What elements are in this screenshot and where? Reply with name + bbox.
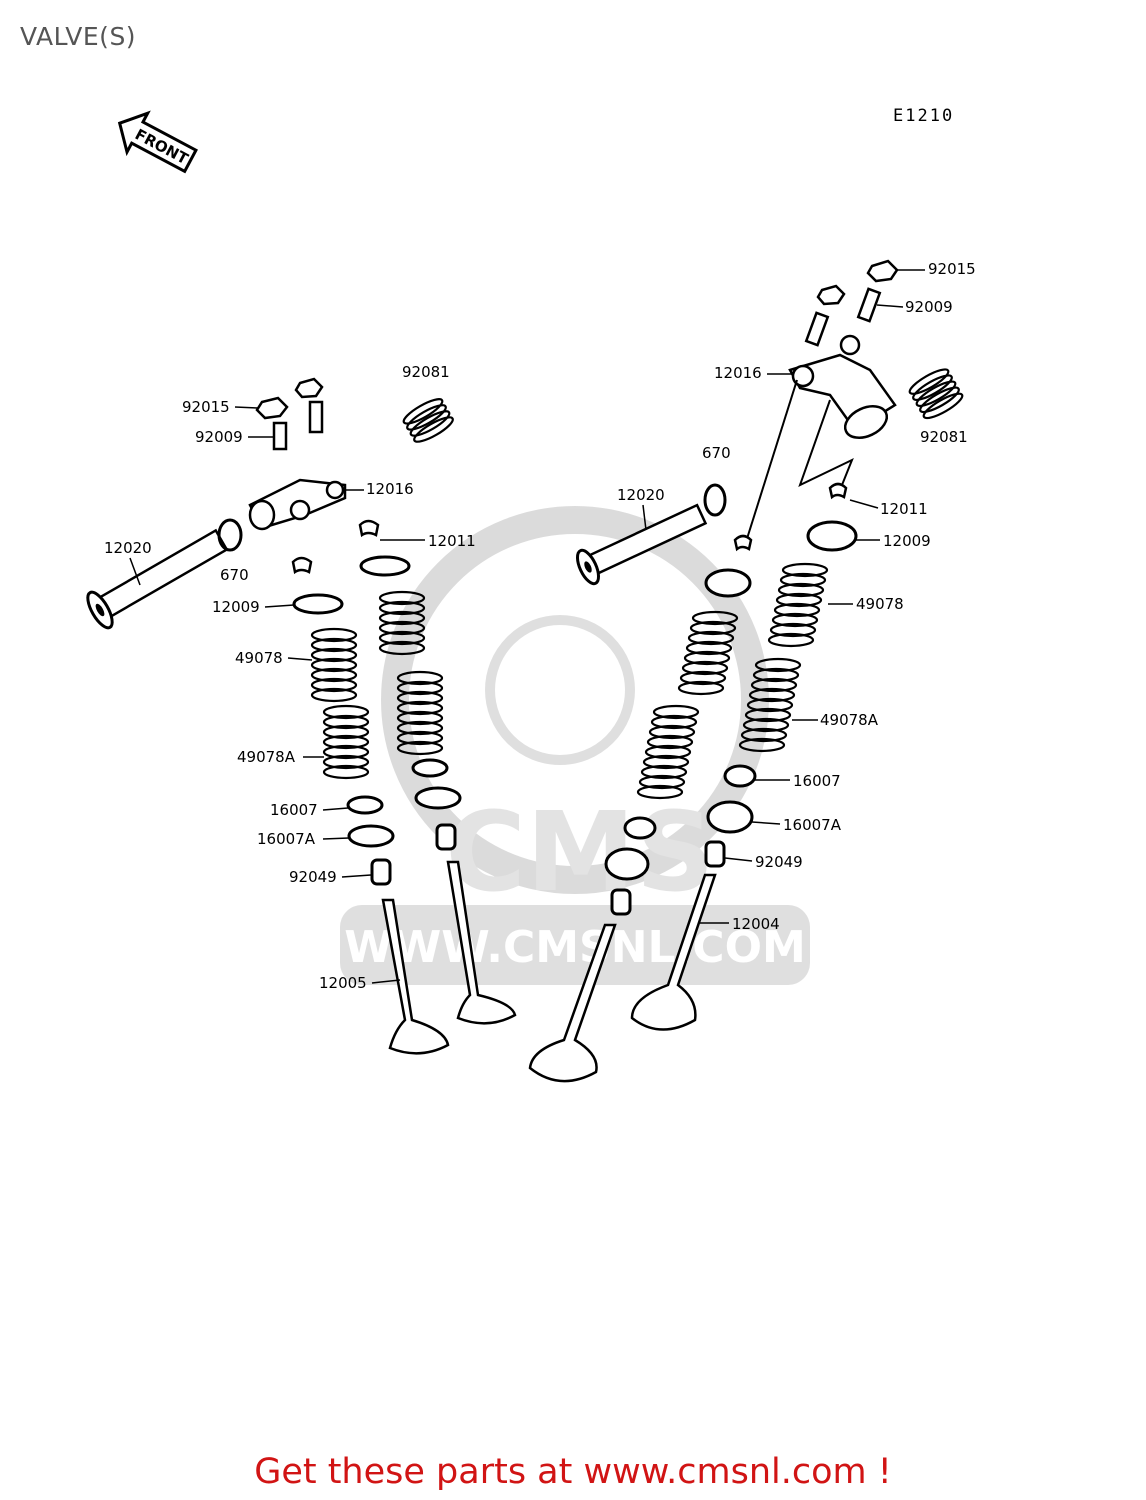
nut-right: [866, 259, 899, 283]
callout-49078A-right: 49078A: [820, 711, 879, 729]
callout-16007-left: 16007: [270, 801, 318, 819]
callout-49078-left: 49078: [235, 649, 283, 667]
callout-670-right: 670: [702, 444, 731, 462]
valve-spring-outer-left-a: [310, 627, 358, 703]
exhaust-valve-left: [381, 898, 450, 1055]
valve-spring-outer-right-a: [767, 562, 829, 648]
stem-seal-right: [704, 840, 726, 868]
diagram-code: E1210: [893, 106, 955, 126]
callout-92049-left: 92049: [289, 868, 337, 886]
parts-diagram: CMS WWW.CMSNL.COM FRONT: [86, 110, 976, 1083]
front-arrow-icon: FRONT: [117, 110, 198, 174]
retainer-right-2: [704, 568, 752, 598]
spring-seat-a-left-2: [414, 786, 462, 810]
retainer-right: [806, 520, 858, 552]
spring-92081-left: [399, 394, 457, 447]
rocker-arm-left: [248, 478, 347, 531]
callout-92049-right: 92049: [755, 853, 803, 871]
callout-92081-right: 92081: [920, 428, 968, 446]
callout-12020-right: 12020: [617, 486, 665, 504]
rocker-shaft-right: [575, 503, 708, 586]
stem-seal-left-2: [435, 823, 457, 851]
callout-12011-left: 12011: [428, 532, 476, 550]
callout-12009-right: 12009: [883, 532, 931, 550]
valve-spring-inner-right-b: [636, 704, 700, 800]
retainer-left-2: [359, 555, 411, 577]
spring-seat-right: [723, 764, 757, 788]
adjust-screw-left-2: [308, 400, 324, 434]
callout-12016-right: 12016: [714, 364, 762, 382]
spring-seat-a-left: [347, 824, 395, 848]
collet-right: [828, 482, 848, 500]
callout-49078-right: 49078: [856, 595, 904, 613]
watermark-url: WWW.CMSNL.COM: [344, 922, 806, 973]
callout-12016-left: 12016: [366, 480, 414, 498]
callout-12011-right: 12011: [880, 500, 928, 518]
callout-92015-right: 92015: [928, 260, 976, 278]
stem-seal-left: [370, 858, 392, 886]
footer-link[interactable]: Get these parts at www.cmsnl.com !: [254, 1452, 892, 1492]
stem-seal-right-2: [610, 888, 632, 916]
collet-right-2: [733, 534, 753, 552]
callout-12005-left: 12005: [319, 974, 367, 992]
spring-seat-right-2: [623, 816, 657, 840]
callout-92015-left: 92015: [182, 398, 230, 416]
valve-spring-outer-right-b: [677, 610, 739, 696]
callout-92009-left: 92009: [195, 428, 243, 446]
valve-spring-inner-left-b: [396, 670, 444, 756]
callout-12004-right: 12004: [732, 915, 780, 933]
spring-seat-a-right-2: [604, 847, 650, 881]
page-title: VALVE(S): [20, 22, 137, 51]
spring-seat-a-right: [706, 800, 754, 834]
adjust-screw-right: [856, 287, 882, 323]
collet-left: [358, 519, 380, 538]
callout-16007A-right: 16007A: [783, 816, 842, 834]
callout-16007-right: 16007: [793, 772, 841, 790]
callouts-right: 92015 92009 12016 92081 670 12020 12011 …: [617, 260, 976, 933]
watermark-brand: CMS: [445, 788, 714, 916]
valve-spring-inner-left-a: [322, 704, 370, 780]
nut-left: [255, 396, 289, 420]
spring-92081-right: [905, 364, 967, 424]
leader-line-right-2: [798, 399, 854, 491]
collet-left-2: [291, 556, 313, 575]
intake-valve-right-2: [528, 923, 617, 1083]
callout-12009-left: 12009: [212, 598, 260, 616]
spring-seat-left-2: [411, 758, 449, 778]
adjust-screw-right-2: [804, 311, 830, 347]
spring-seat-left: [346, 795, 384, 815]
valve-spring-outer-left-b: [378, 590, 426, 656]
callouts-left: 92015 92009 92081 12016 12011 12020 670 …: [104, 363, 476, 992]
o-ring-left: [217, 518, 243, 552]
callout-670-left: 670: [220, 566, 249, 584]
intake-valve-right: [630, 873, 717, 1031]
leader-line-right: [744, 379, 798, 546]
callout-92009-right: 92009: [905, 298, 953, 316]
callout-92081-left: 92081: [402, 363, 450, 381]
retainer-left: [292, 593, 344, 615]
nut-left-2: [294, 377, 324, 399]
nut-right-2: [816, 284, 846, 306]
callout-16007A-left: 16007A: [257, 830, 316, 848]
exhaust-valve-left-2: [446, 860, 517, 1025]
rocker-arm-right: [788, 334, 897, 439]
o-ring-right: [703, 483, 727, 517]
callout-49078A-left: 49078A: [237, 748, 296, 766]
rocker-shaft-left: [86, 528, 229, 630]
callout-12020-left: 12020: [104, 539, 152, 557]
adjust-screw-left: [272, 421, 288, 451]
